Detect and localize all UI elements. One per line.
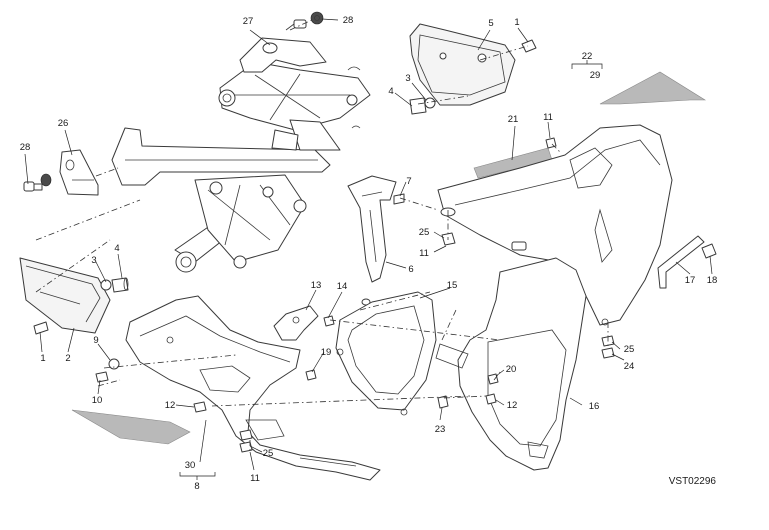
- callout-6: 6: [408, 264, 413, 275]
- callout-17: 17: [685, 275, 696, 286]
- callout-12-right: 12: [507, 400, 518, 411]
- callout-25-bottom: 25: [263, 448, 274, 459]
- callout-20: 20: [506, 364, 517, 375]
- callout-19: 19: [321, 347, 332, 358]
- part-20-screw: [487, 373, 499, 385]
- callout-12-left: 12: [165, 400, 176, 411]
- callout-11-top: 11: [543, 112, 553, 123]
- callout-15: 15: [447, 280, 458, 291]
- alignment-lines: [35, 19, 609, 452]
- fastener-28-top: [310, 11, 324, 25]
- callout-28-left: 28: [20, 142, 31, 153]
- part-15-inner-panel: [335, 291, 437, 416]
- callout-21: 21: [508, 114, 519, 125]
- part-29-grey-wedge: [599, 71, 707, 105]
- part-19-clip: [305, 369, 317, 381]
- callout-27: 27: [243, 16, 254, 27]
- fastener-27: [285, 19, 307, 31]
- callout-26: 26: [58, 118, 69, 129]
- callout-11-bottom: 11: [250, 473, 260, 484]
- callout-18: 18: [707, 275, 718, 286]
- part-5-inner-panel: [409, 23, 516, 106]
- callout-23: 23: [435, 424, 446, 435]
- callout-4-top: 4: [388, 86, 393, 97]
- part-25-11-clip-bottom: [239, 429, 253, 453]
- part-1-screw-left: [33, 321, 49, 335]
- callout-1-left: 1: [40, 353, 45, 364]
- callout-24: 24: [624, 361, 635, 372]
- part-17-bracket: [657, 235, 705, 289]
- part-25-11-clip-mid: [441, 232, 456, 246]
- part-1-screw-top: [521, 39, 537, 53]
- part-12-screw-right: [485, 393, 497, 405]
- callout-3-left: 3: [91, 255, 96, 266]
- part-30-grey-insert: [71, 409, 191, 445]
- callout-7: 7: [406, 176, 411, 187]
- callout-25-right: 25: [624, 344, 635, 355]
- part-3-4-grommet-top: [409, 97, 436, 115]
- fastener-28-left: [23, 173, 52, 192]
- callout-3-top: 3: [405, 73, 410, 84]
- callout-10: 10: [92, 395, 103, 406]
- part-22-right-fairing: [437, 124, 673, 326]
- callout-4-left: 4: [114, 243, 119, 254]
- part-9-10-fastener: [95, 358, 120, 383]
- callout-13: 13: [311, 280, 322, 291]
- callout-2: 2: [65, 353, 70, 364]
- part-13-bracket: [273, 305, 319, 341]
- callout-8: 8: [194, 481, 199, 492]
- part-2-side-cover: [19, 257, 111, 334]
- callout-29: 29: [590, 70, 601, 81]
- part-26-bracket: [59, 149, 99, 196]
- part-16-lower-fairing: [435, 257, 587, 471]
- callout-25-mid: 25: [419, 227, 430, 238]
- callout-16: 16: [589, 401, 600, 412]
- part-18-clip: [701, 243, 717, 259]
- leader-lines: [24, 18, 713, 480]
- part-6-bracket: [347, 175, 397, 283]
- diagram-code: VST02296: [669, 476, 717, 487]
- callout-14: 14: [337, 281, 348, 292]
- callout-labels: 27 28 5 1 22 29 3 4 26 28 21 11 7 25 11 …: [20, 15, 718, 492]
- part-8-lower-fairing: [125, 295, 381, 481]
- callout-1-top: 1: [514, 17, 519, 28]
- callout-9: 9: [93, 335, 98, 346]
- frame-assembly: [111, 37, 371, 273]
- callout-28-top: 28: [343, 15, 354, 26]
- callout-30: 30: [185, 460, 196, 471]
- callout-22: 22: [582, 51, 593, 62]
- callout-5: 5: [488, 18, 493, 29]
- part-3-4-grommet-left: [100, 277, 129, 293]
- part-12-screw-left: [193, 401, 207, 413]
- callout-11-mid: 11: [419, 248, 429, 259]
